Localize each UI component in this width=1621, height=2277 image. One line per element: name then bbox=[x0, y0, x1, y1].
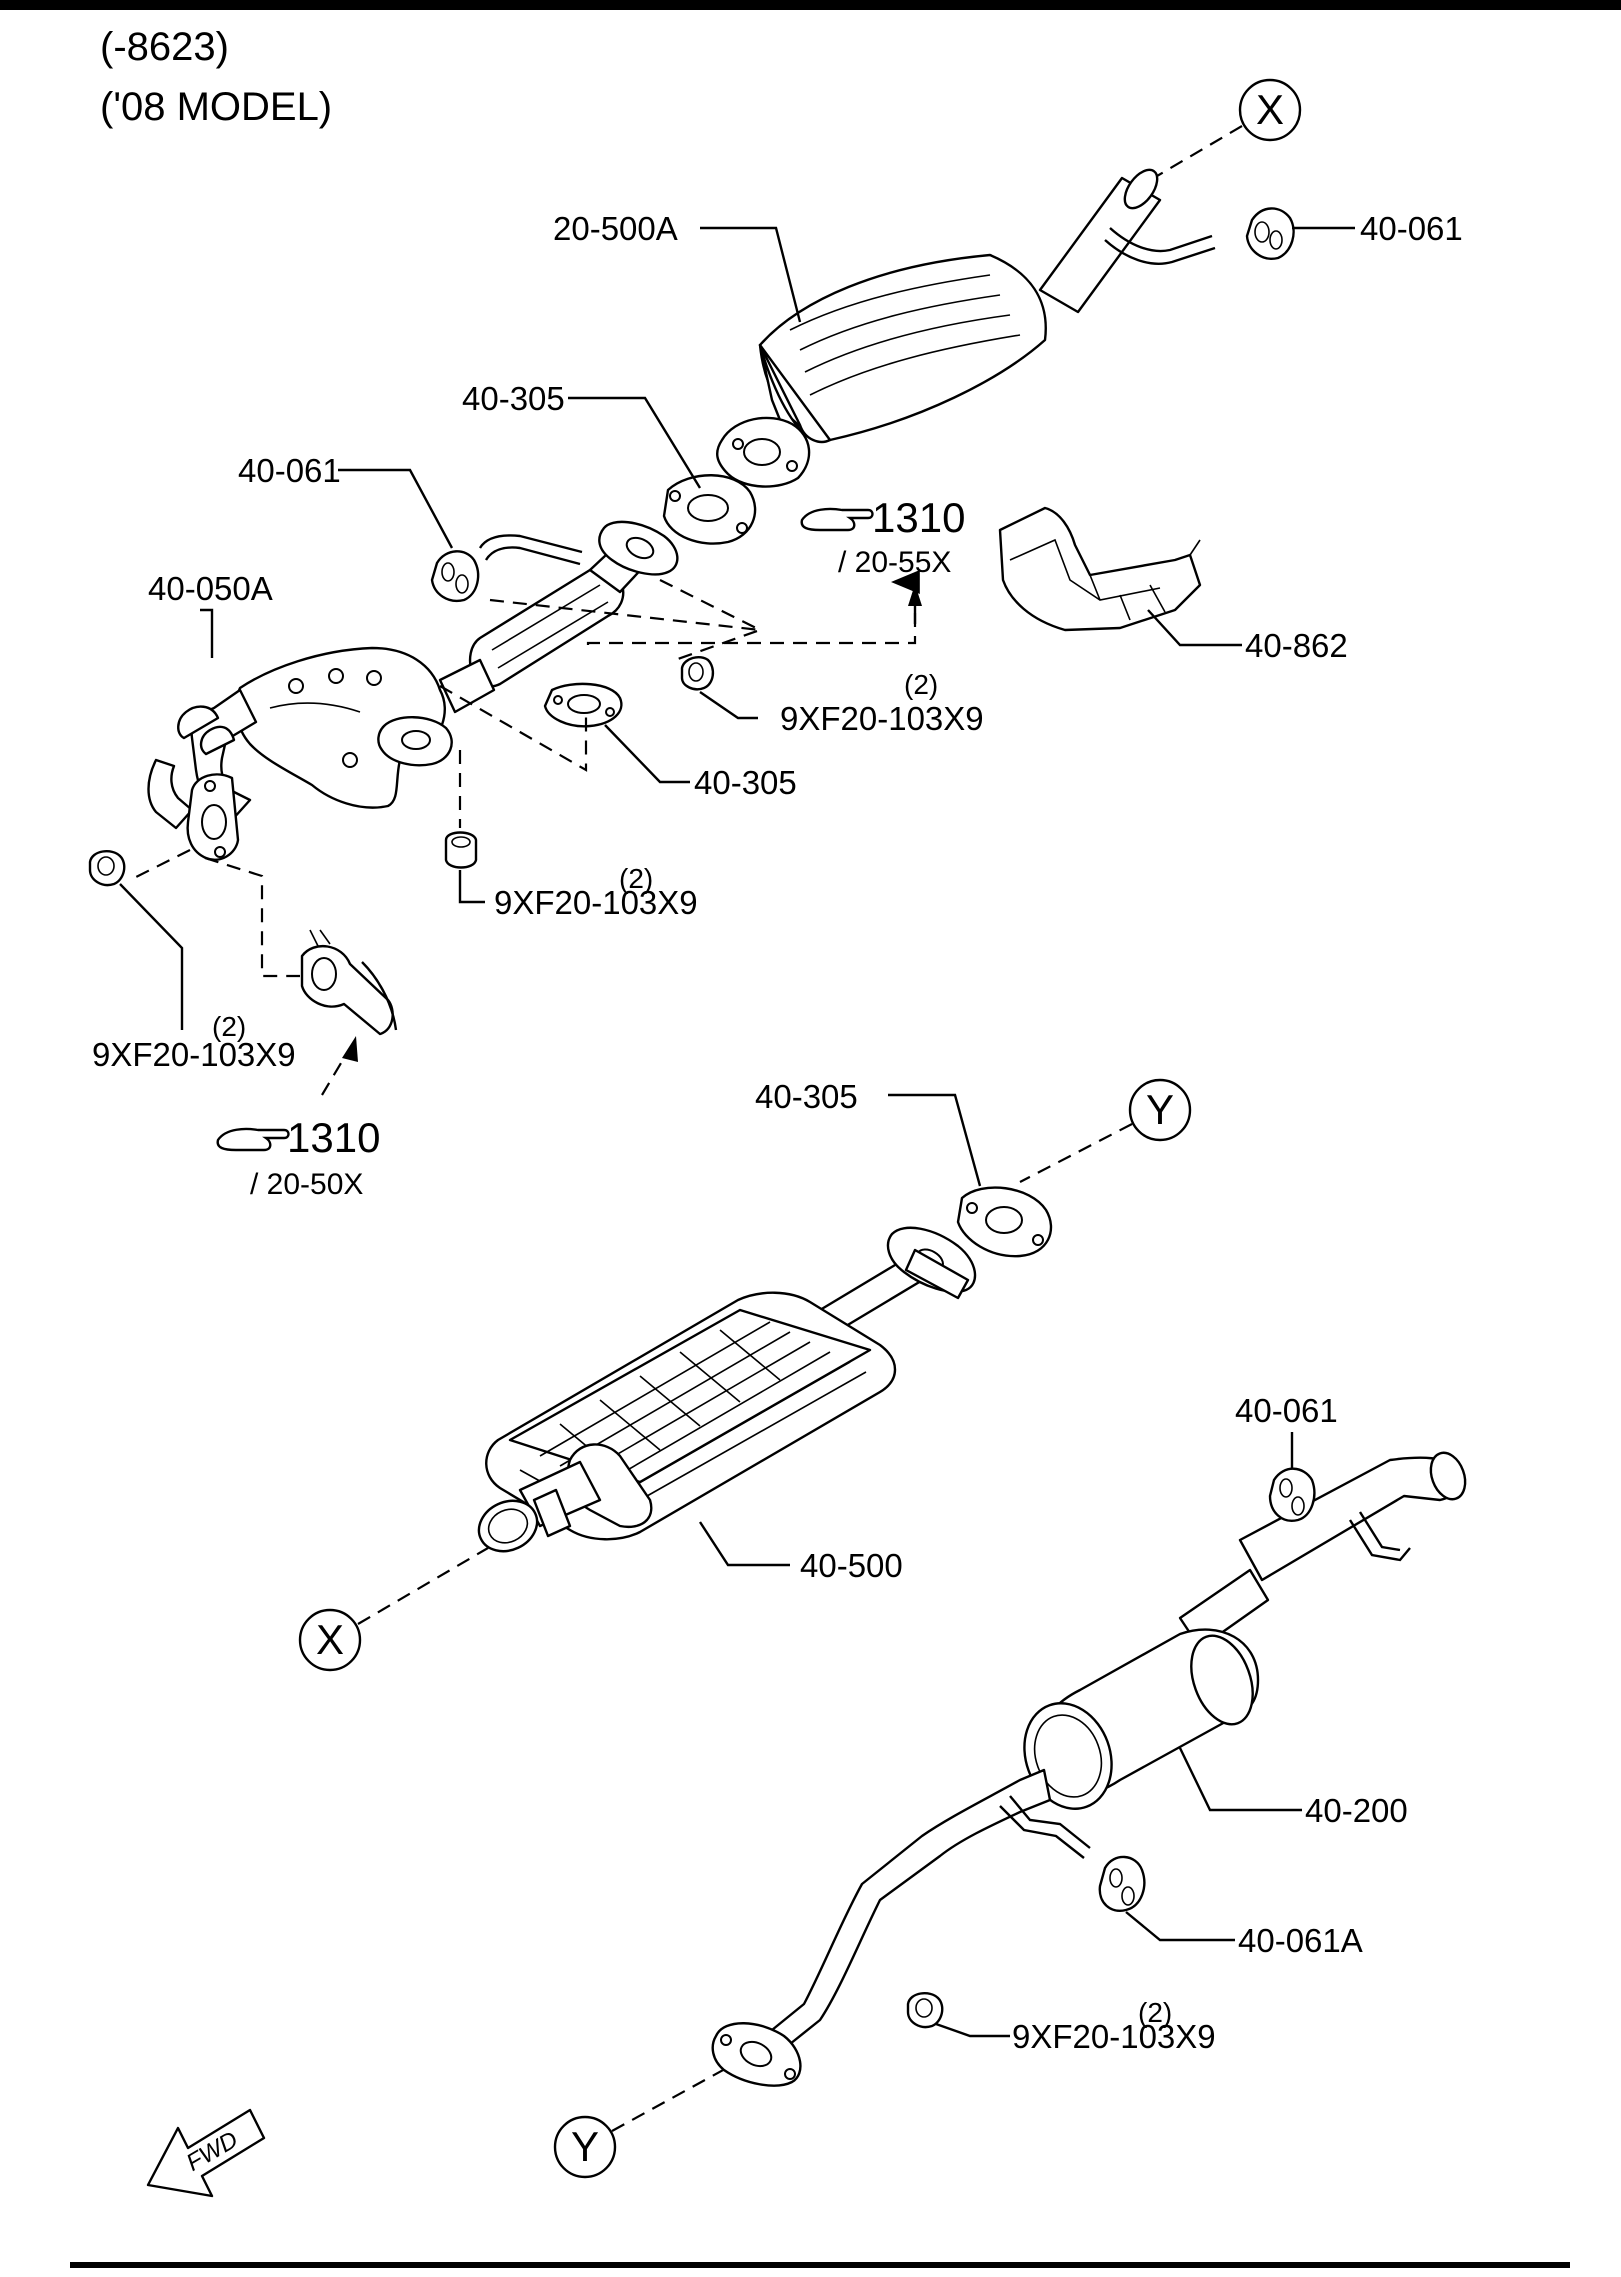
top-rule bbox=[0, 0, 1621, 10]
label-40-305-y: 40-305 bbox=[755, 1078, 858, 1115]
label-40-200: 40-200 bbox=[1305, 1792, 1408, 1829]
label-qty-nut-left: (2) bbox=[212, 1011, 246, 1042]
label-nut-left: 9XF20-103X9 bbox=[92, 1036, 296, 1073]
label-40-061-top: 40-061 bbox=[1360, 210, 1463, 247]
svg-text:/ 20-50X: / 20-50X bbox=[250, 1168, 363, 1201]
pointing-hand-icon bbox=[800, 507, 874, 532]
svg-text:1310: 1310 bbox=[287, 1114, 380, 1161]
exhaust-manifold-stub bbox=[300, 929, 398, 1036]
nut-center bbox=[680, 656, 715, 691]
callout-x-bottom: X bbox=[298, 1608, 362, 1672]
rubber-hanger-left bbox=[430, 550, 480, 603]
gasket-middle bbox=[543, 682, 623, 728]
rear-muffler bbox=[711, 1451, 1467, 2087]
fwd-arrow-icon: FWD bbox=[146, 2108, 266, 2198]
reference-right: 1310 / 20-55X bbox=[800, 494, 965, 579]
label-40-061-left: 40-061 bbox=[238, 452, 341, 489]
catalytic-converter bbox=[716, 168, 1216, 488]
gasket-y bbox=[956, 1186, 1053, 1258]
leader-20-500a bbox=[700, 226, 802, 323]
label-40-500: 40-500 bbox=[800, 1547, 903, 1584]
rubber-hanger-rear bbox=[1268, 1467, 1316, 1522]
nut-left bbox=[88, 850, 126, 887]
label-40-061a: 40-061A bbox=[1238, 1922, 1363, 1959]
svg-text:1310: 1310 bbox=[872, 494, 965, 541]
front-pipe-assembly bbox=[147, 520, 679, 861]
pointing-hand-icon-left bbox=[216, 1127, 290, 1152]
heat-shield bbox=[998, 506, 1202, 632]
label-nut-center: 9XF20-103X9 bbox=[780, 700, 984, 737]
label-qty-nut-rear: (2) bbox=[1138, 1997, 1172, 2028]
callout-x-top: X bbox=[1238, 78, 1302, 142]
svg-text:X: X bbox=[1256, 86, 1284, 133]
label-40-061-rear: 40-061 bbox=[1235, 1392, 1338, 1429]
callout-y-bottom: Y bbox=[553, 2115, 617, 2179]
nut-rear bbox=[906, 1992, 944, 2029]
label-nut-lower-center: 9XF20-103X9 bbox=[494, 884, 698, 921]
svg-text:Y: Y bbox=[571, 2123, 599, 2170]
reference-left: 1310 / 20-50X bbox=[216, 1114, 380, 1201]
label-40-305-upper: 40-305 bbox=[462, 380, 565, 417]
svg-text:X: X bbox=[316, 1616, 344, 1663]
gasket-upper bbox=[662, 474, 757, 545]
rubber-hanger-top-right bbox=[1245, 207, 1295, 260]
label-40-862: 40-862 bbox=[1245, 627, 1348, 664]
label-nut-rear: 9XF20-103X9 bbox=[1012, 2018, 1216, 2055]
main-silencer bbox=[477, 1226, 977, 1553]
rubber-hanger-rear-a bbox=[1098, 1855, 1146, 1912]
label-qty-nut-center: (2) bbox=[904, 669, 938, 700]
svg-text:Y: Y bbox=[1146, 1086, 1174, 1133]
header-model: ('08 MODEL) bbox=[100, 85, 332, 129]
label-40-050a: 40-050A bbox=[148, 570, 273, 607]
nut-lower-center bbox=[444, 831, 478, 869]
bottom-rule bbox=[70, 2262, 1570, 2268]
label-qty-nut-lower-center: (2) bbox=[619, 863, 653, 894]
label-20-500a: 20-500A bbox=[553, 210, 678, 247]
label-40-305-middle: 40-305 bbox=[694, 764, 797, 801]
header-range: (-8623) bbox=[100, 25, 229, 69]
callout-y-top: Y bbox=[1128, 1078, 1192, 1142]
svg-text:/ 20-55X: / 20-55X bbox=[838, 546, 951, 579]
